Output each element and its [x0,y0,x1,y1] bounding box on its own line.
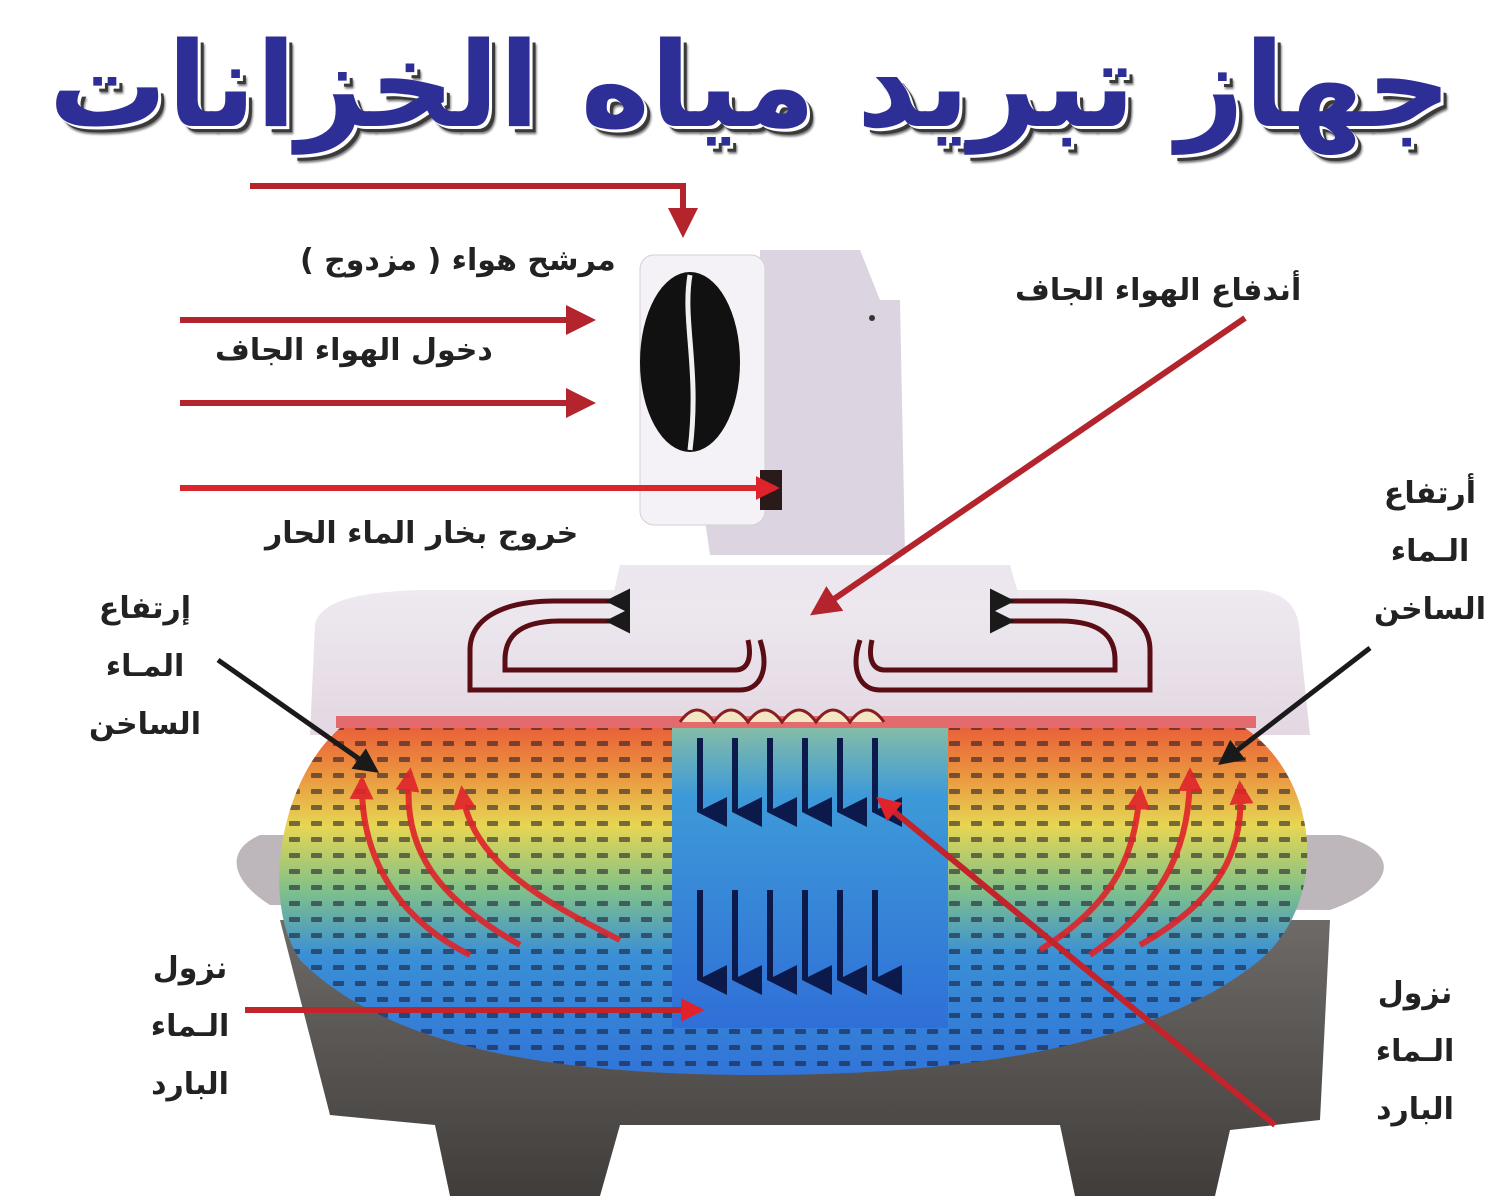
air-filter-arrow [250,183,698,238]
label-dry-air-push: أندفاع الهواء الجاف [1015,273,1302,308]
dry-air-push-arrow [810,315,1247,616]
label-dry-air-inlet: دخول الهواء الجاف [215,333,493,368]
annotation-arrows [180,183,1277,1128]
air-circulation-loops [467,588,1153,693]
label-hot-water-rise-left: إرتفاع المـاء الساخن [89,591,201,742]
hot-water-rise-arrows [349,767,1254,958]
hot-water-right-pointer [1218,646,1372,766]
hot-water-pointer-arrows [216,646,1372,773]
label-cold-water-descent-left: نزول الـماء البارد [150,951,230,1102]
label-hot-water-rise-right: أرتفاع الـماء الساخن [1374,476,1486,627]
label-air-filter: مرشح هواء ( مزدوج ) [300,243,616,278]
diagram-title: جهاز تبريد مياه الخزانات [48,16,1452,154]
cold-water-down-arrows [697,738,902,995]
label-cold-water-descent-right: نزول الـماء البارد [1375,976,1455,1127]
hot-water-left-pointer [216,657,380,773]
fan-unit [639,250,905,555]
cold-water-right-arrow [876,796,1277,1128]
label-hot-vapor-outlet: خروج بخار الماء الحار [265,516,579,551]
